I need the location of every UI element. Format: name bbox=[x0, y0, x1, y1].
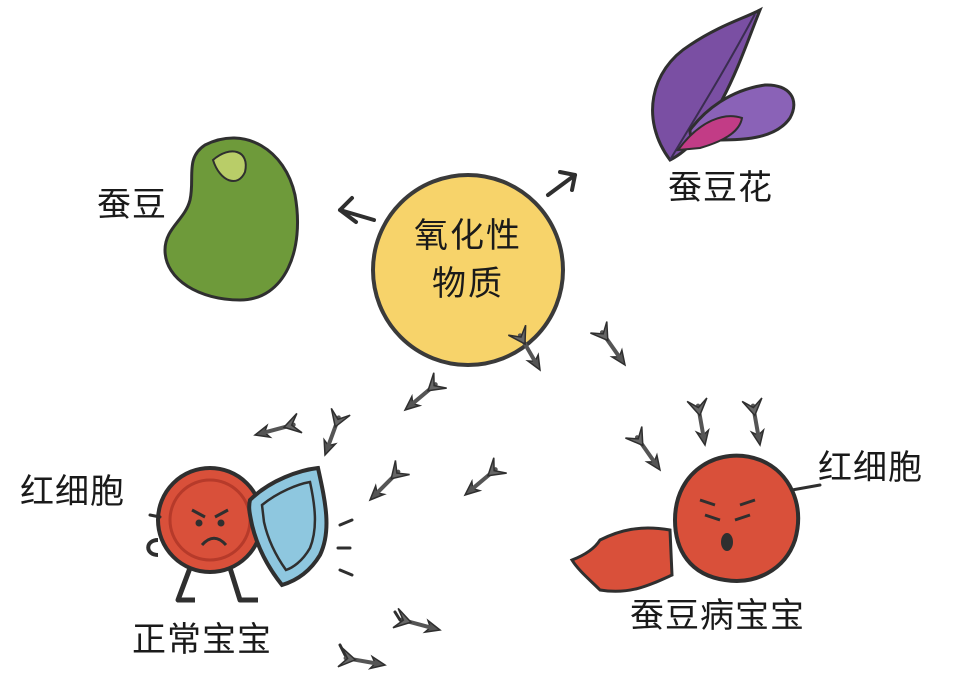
oxidant-label-line1: 氧化性 bbox=[414, 216, 522, 256]
oxidant-circle bbox=[371, 173, 565, 367]
rbc-right-icon bbox=[569, 453, 801, 593]
label-fava-flower: 蚕豆花 bbox=[668, 168, 773, 208]
shield-icon bbox=[247, 465, 329, 588]
fava-flower-icon bbox=[651, 6, 796, 162]
label-fava-bean: 蚕豆 bbox=[97, 185, 167, 225]
outward-arrows bbox=[338, 170, 577, 224]
fava-bean-icon bbox=[163, 136, 300, 302]
label-favism-baby: 蚕豆病宝宝 bbox=[630, 596, 805, 636]
oxidant-label-line2: 物质 bbox=[432, 264, 504, 304]
label-rbc-left: 红细胞 bbox=[20, 472, 125, 512]
rbc-left-icon bbox=[146, 466, 264, 603]
oxidant-label: 氧化性 物质 bbox=[398, 212, 538, 308]
label-rbc-right: 红细胞 bbox=[818, 448, 923, 488]
label-lines bbox=[148, 483, 822, 519]
impact-marks bbox=[336, 518, 402, 657]
label-normal-baby: 正常宝宝 bbox=[132, 620, 272, 660]
